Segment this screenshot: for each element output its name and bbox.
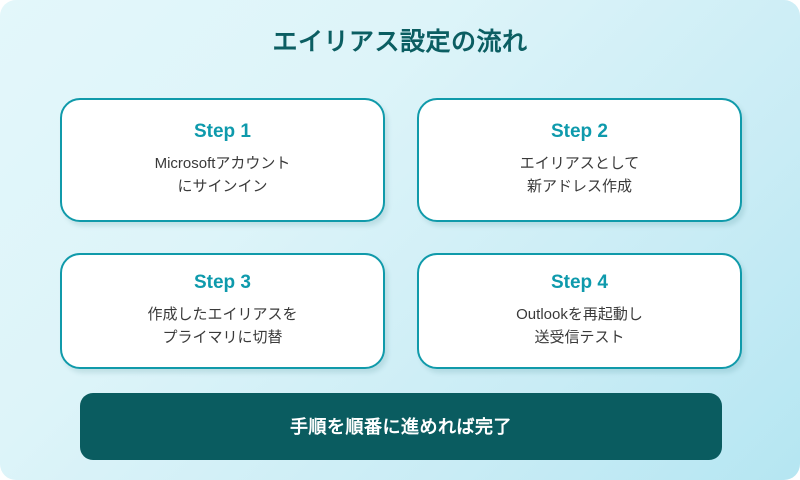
step-4-description-line-1: Outlookを再起動し	[516, 305, 643, 323]
step-card-3: Step 3 作成したエイリアスを プライマリに切替	[60, 253, 385, 369]
step-card-4: Step 4 Outlookを再起動し 送受信テスト	[417, 253, 742, 369]
step-1-label: Step 1	[193, 120, 252, 142]
step-3-description-line-1: 作成したエイリアスを	[147, 305, 298, 323]
summary-banner-text: 手順を順番に進めれば完了	[290, 416, 512, 437]
step-2-description: エイリアスとして 新アドレス作成	[520, 152, 640, 198]
step-1-description-line-2: にサインイン	[177, 177, 268, 195]
step-3-label: Step 3	[193, 271, 252, 293]
step-3-description: 作成したエイリアスを プライマリに切替	[147, 303, 297, 349]
step-1-description-line-1: Microsoftアカウント	[154, 154, 291, 172]
summary-banner: 手順を順番に進めれば完了	[80, 393, 722, 460]
step-2-label: Step 2	[550, 120, 609, 142]
step-4-label: Step 4	[550, 271, 609, 293]
step-2-description-line-2: 新アドレス作成	[526, 177, 632, 195]
step-4-description: Outlookを再起動し 送受信テスト	[516, 303, 643, 349]
page-title: エイリアス設定の流れ	[272, 28, 528, 56]
step-4-description-line-2: 送受信テスト	[534, 328, 625, 346]
step-2-description-line-1: エイリアスとして	[519, 154, 640, 172]
step-card-grid: Step 1 Microsoftアカウント にサインイン Step 2 エイリア…	[60, 98, 742, 369]
step-3-description-line-2: プライマリに切替	[162, 328, 283, 346]
step-card-1: Step 1 Microsoftアカウント にサインイン	[60, 98, 385, 222]
step-1-description: Microsoftアカウント にサインイン	[155, 152, 291, 198]
step-card-2: Step 2 エイリアスとして 新アドレス作成	[417, 98, 742, 222]
